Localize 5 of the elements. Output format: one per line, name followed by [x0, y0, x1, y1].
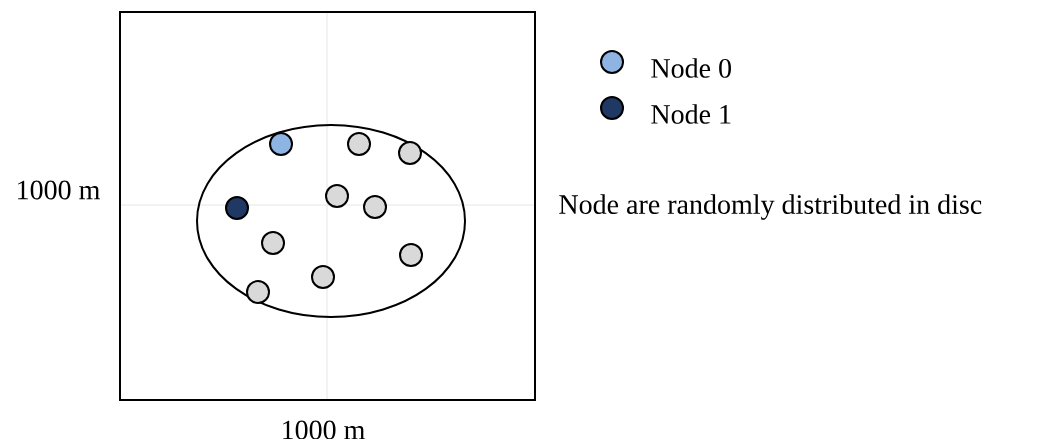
legend-label: Node 1 — [651, 104, 731, 124]
dimension-label: 1000 m — [18, 180, 100, 200]
dimension-label: 1000 m — [283, 420, 365, 439]
note-text: Node are randomly distributed in disc — [559, 194, 982, 220]
legend-label: Node 0 — [651, 58, 731, 78]
